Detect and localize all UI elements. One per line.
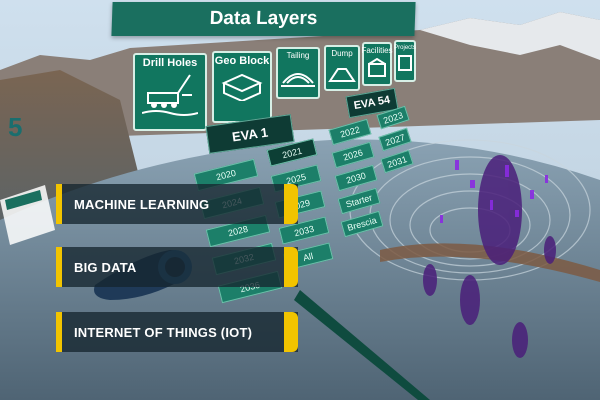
eva-1-text: EVA 1 bbox=[231, 124, 269, 144]
layer-label-drill-holes: Drill Holes bbox=[142, 57, 198, 69]
menu-accent-left bbox=[56, 184, 62, 224]
side-number-label: 5 bbox=[8, 112, 23, 142]
menu-accent-left bbox=[56, 312, 62, 352]
dump-icon bbox=[328, 68, 356, 83]
layer-tile-drill-holes[interactable]: Drill Holes bbox=[133, 53, 207, 131]
layer-tile-facilities[interactable]: Facilities bbox=[361, 42, 393, 86]
layer-tile-tailing[interactable]: Tailing bbox=[276, 47, 320, 99]
menu-accent-left bbox=[56, 247, 62, 287]
projects-icon bbox=[398, 55, 412, 72]
geo-block-icon bbox=[221, 73, 263, 101]
menu-accent-right bbox=[284, 184, 298, 224]
layer-tile-dump[interactable]: Dump bbox=[324, 45, 360, 91]
layer-tile-geo-block[interactable]: Geo Block bbox=[212, 51, 272, 123]
drill-rig-icon bbox=[142, 73, 198, 116]
layer-tile-projects[interactable]: Projects bbox=[394, 40, 416, 82]
layer-label-projects: Projects bbox=[394, 45, 416, 51]
tailing-icon bbox=[281, 73, 315, 88]
layer-label-geo-block: Geo Block bbox=[214, 55, 270, 67]
menu-iot[interactable]: INTERNET OF THINGS (IOT) bbox=[56, 312, 298, 352]
layer-label-dump: Dump bbox=[331, 49, 353, 58]
eva-54-text: EVA 54 bbox=[352, 93, 392, 113]
menu-label-iot: INTERNET OF THINGS (IOT) bbox=[74, 324, 253, 340]
layer-label-tailing: Tailing bbox=[286, 51, 310, 60]
menu-label-machine-learning: MACHINE LEARNING bbox=[74, 196, 210, 212]
facilities-icon bbox=[368, 58, 386, 78]
menu-accent-right bbox=[284, 247, 298, 287]
layer-label-facilities: Facilities bbox=[361, 46, 393, 55]
menu-machine-learning[interactable]: MACHINE LEARNING bbox=[56, 184, 298, 224]
panel-title: Data Layers bbox=[209, 8, 318, 29]
menu-accent-right bbox=[284, 312, 298, 352]
menu-label-big-data: BIG DATA bbox=[74, 259, 137, 275]
menu-big-data[interactable]: BIG DATA bbox=[56, 247, 298, 287]
data-layers-header: Data Layers bbox=[111, 2, 416, 36]
